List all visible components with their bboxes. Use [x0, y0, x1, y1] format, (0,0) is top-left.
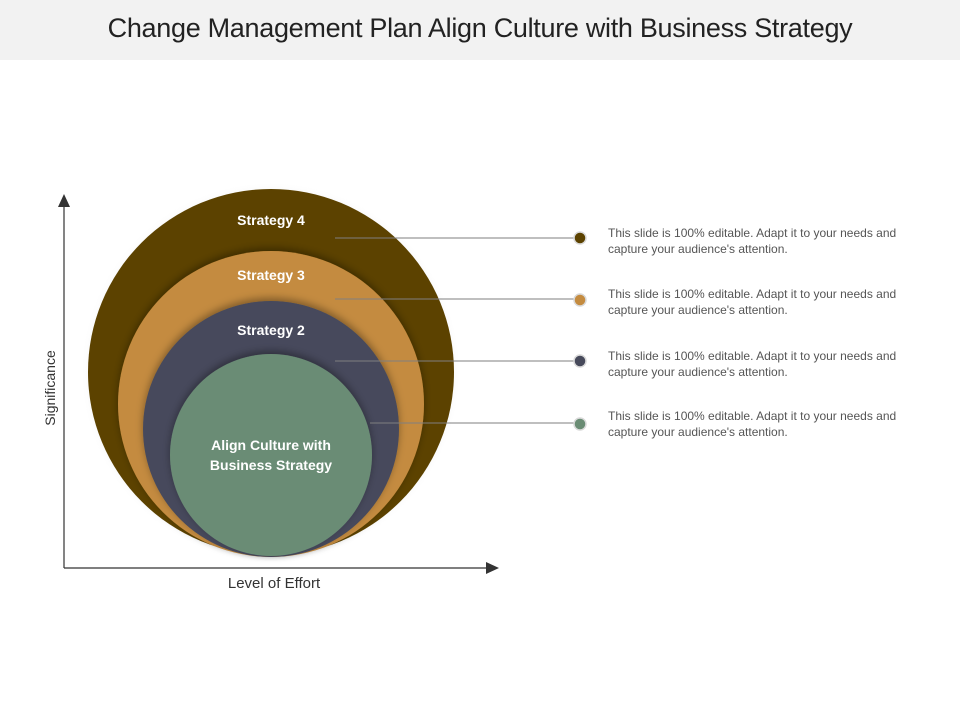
description-text-3: This slide is 100% editable. Adapt it to… [608, 349, 897, 379]
page-title: Change Management Plan Align Culture wit… [107, 13, 853, 43]
bullet-dot-3 [573, 354, 587, 368]
description-text-1: This slide is 100% editable. Adapt it to… [608, 226, 897, 256]
bullet-dot-4 [573, 417, 587, 431]
strategy-2-label: Strategy 2 [237, 322, 305, 338]
bullet-dot-1 [573, 231, 587, 245]
description-text-4: This slide is 100% editable. Adapt it to… [608, 409, 897, 439]
description-text-2: This slide is 100% editable. Adapt it to… [608, 287, 897, 317]
x-axis-arrow-icon [486, 562, 499, 574]
core-label: Align Culture with Business Strategy [209, 437, 333, 473]
x-axis-label: Level of Effort [227, 575, 321, 592]
y-axis-label: Significance [42, 350, 58, 426]
title-bar: Change Management Plan Align Culture wit… [0, 0, 960, 60]
y-axis-arrow-icon [58, 194, 70, 207]
core-circle [170, 354, 372, 556]
strategy-4-label: Strategy 4 [237, 212, 305, 228]
strategy-3-label: Strategy 3 [237, 267, 305, 283]
bullet-dot-2 [573, 293, 587, 307]
